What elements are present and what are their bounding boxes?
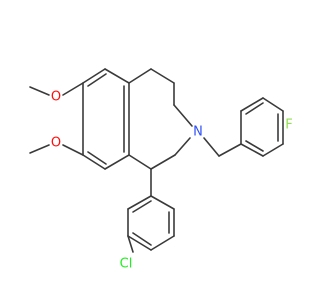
- bond-line: [128, 68, 152, 84]
- bond-line: [82, 154, 106, 170]
- bond-line: [262, 97, 284, 112]
- bond-line: [127, 235, 134, 253]
- bond-line: [87, 73, 107, 87]
- bond-line: [128, 154, 152, 170]
- oxygen-atom-label-bottom: O: [51, 136, 61, 151]
- bond-line: [82, 68, 106, 84]
- bond-line: [245, 102, 264, 115]
- bonds: [29, 68, 284, 253]
- bond-line: [245, 140, 264, 152]
- atom-labels: O O N F Cl: [51, 90, 293, 272]
- bond-line: [240, 97, 264, 112]
- bond-line: [29, 144, 50, 154]
- bond-line: [173, 104, 193, 127]
- bond-line: [127, 235, 152, 251]
- bond-line: [150, 235, 175, 251]
- bond-line: [132, 232, 152, 246]
- bond-line: [240, 143, 264, 157]
- bond-line: [174, 137, 191, 156]
- bond-line: [87, 151, 107, 165]
- bond-line: [203, 137, 220, 157]
- molecule-structure: O O N F Cl: [29, 68, 293, 272]
- bond-line: [62, 144, 84, 156]
- bond-line: [104, 154, 130, 170]
- bond-line: [132, 200, 152, 213]
- bond-line: [218, 143, 242, 157]
- chlorine-atom-label: Cl: [120, 257, 133, 272]
- bond-line: [127, 195, 152, 210]
- nitrogen-atom-label: N: [193, 125, 203, 140]
- bond-line: [150, 195, 175, 210]
- fluorine-atom-label: F: [285, 118, 292, 133]
- bond-line: [150, 68, 175, 84]
- molecule-diagram: O O N F Cl: [29, 68, 293, 272]
- bond-line: [150, 154, 176, 170]
- bond-line: [262, 143, 284, 157]
- bond-line: [104, 68, 130, 84]
- bond-line: [62, 82, 84, 96]
- bond-line: [29, 86, 50, 96]
- oxygen-atom-label-top: O: [51, 90, 61, 105]
